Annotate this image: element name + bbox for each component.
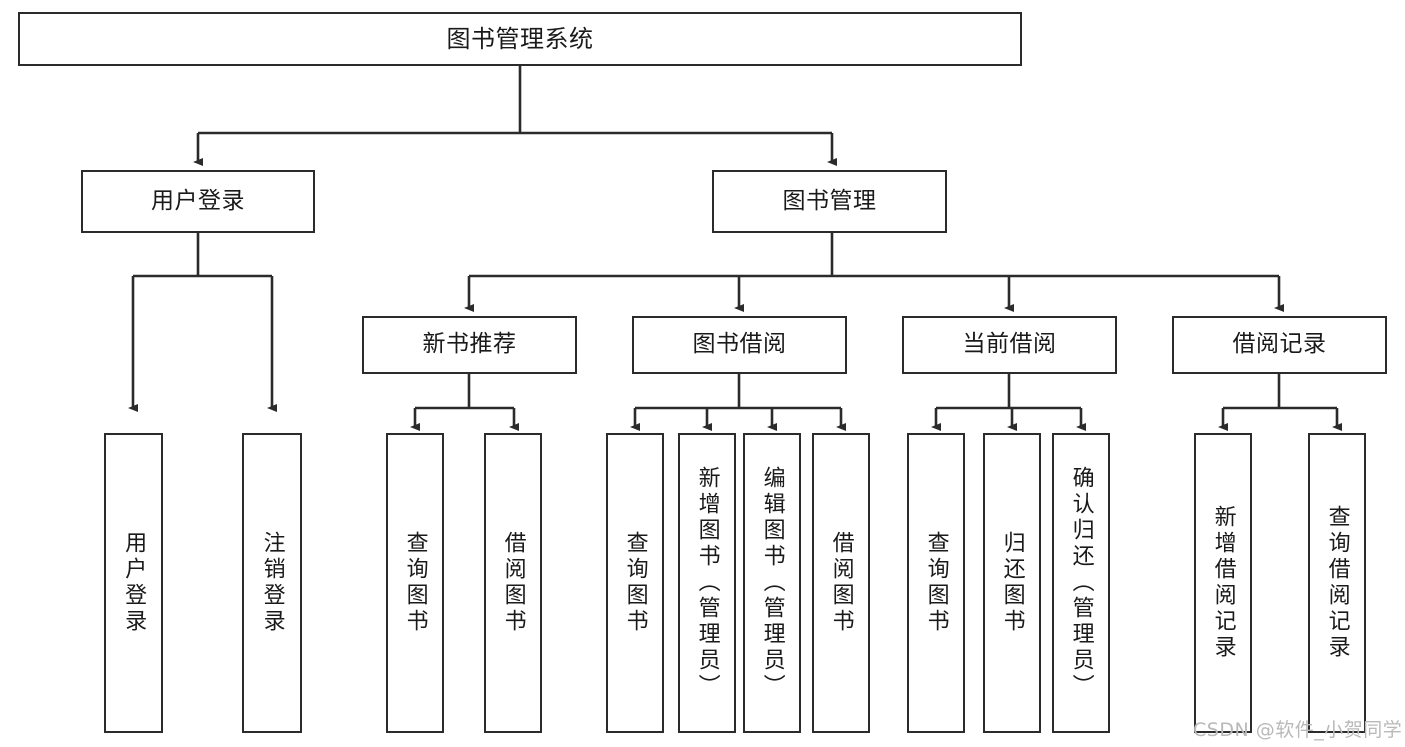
node-current-borrow[interactable]: 当前借阅 xyxy=(902,316,1117,374)
node-leaf-query-record[interactable]: 查询借阅记录 xyxy=(1308,433,1366,733)
node-leaf-logout[interactable]: 注销登录 xyxy=(242,433,302,733)
node-leaf-query-book-2[interactable]: 查询图书 xyxy=(606,433,664,733)
node-leaf-query-book-2-label: 查询图书 xyxy=(622,531,648,635)
node-borrow-record-label: 借阅记录 xyxy=(1232,331,1327,358)
node-book-borrow[interactable]: 图书借阅 xyxy=(632,316,847,374)
node-leaf-add-record[interactable]: 新增借阅记录 xyxy=(1194,433,1252,733)
node-book-manage[interactable]: 图书管理 xyxy=(712,170,947,233)
csdn-watermark: CSDN @软件_小贺同学 xyxy=(1193,719,1403,741)
node-root-label: 图书管理系统 xyxy=(446,24,594,53)
node-leaf-return-book-label: 归还图书 xyxy=(999,531,1025,635)
node-new-book-recommend[interactable]: 新书推荐 xyxy=(362,316,577,374)
node-leaf-query-book-1[interactable]: 查询图书 xyxy=(386,433,444,733)
node-leaf-borrow-book-1[interactable]: 借阅图书 xyxy=(484,433,542,733)
node-leaf-query-book-3-label: 查询图书 xyxy=(923,531,949,635)
node-leaf-confirm-return[interactable]: 确认归还（管理员） xyxy=(1052,433,1110,733)
node-new-book-recommend-label: 新书推荐 xyxy=(422,331,517,358)
node-leaf-edit-book[interactable]: 编辑图书（管理员） xyxy=(743,433,801,733)
node-leaf-add-book[interactable]: 新增图书（管理员） xyxy=(678,433,736,733)
node-root[interactable]: 图书管理系统 xyxy=(18,12,1022,66)
node-leaf-confirm-return-label: 确认归还（管理员） xyxy=(1068,466,1094,700)
node-leaf-user-login-label: 用户登录 xyxy=(121,531,147,635)
node-leaf-query-record-label: 查询借阅记录 xyxy=(1324,505,1350,661)
node-book-borrow-label: 图书借阅 xyxy=(692,331,787,358)
node-leaf-add-record-label: 新增借阅记录 xyxy=(1210,505,1236,661)
node-leaf-borrow-book-2-label: 借阅图书 xyxy=(828,531,854,635)
node-leaf-logout-label: 注销登录 xyxy=(259,531,285,635)
node-current-borrow-label: 当前借阅 xyxy=(962,331,1057,358)
node-leaf-user-login[interactable]: 用户登录 xyxy=(104,433,163,733)
node-leaf-query-book-1-label: 查询图书 xyxy=(402,531,428,635)
node-book-manage-label: 图书管理 xyxy=(782,187,877,214)
node-leaf-borrow-book-1-label: 借阅图书 xyxy=(500,531,526,635)
node-user-login[interactable]: 用户登录 xyxy=(81,170,315,233)
node-leaf-return-book[interactable]: 归还图书 xyxy=(983,433,1041,733)
node-leaf-edit-book-label: 编辑图书（管理员） xyxy=(759,466,785,700)
node-leaf-borrow-book-2[interactable]: 借阅图书 xyxy=(812,433,870,733)
node-leaf-add-book-label: 新增图书（管理员） xyxy=(694,466,720,700)
node-user-login-label: 用户登录 xyxy=(151,187,245,214)
node-borrow-record[interactable]: 借阅记录 xyxy=(1172,316,1387,374)
node-leaf-query-book-3[interactable]: 查询图书 xyxy=(907,433,965,733)
